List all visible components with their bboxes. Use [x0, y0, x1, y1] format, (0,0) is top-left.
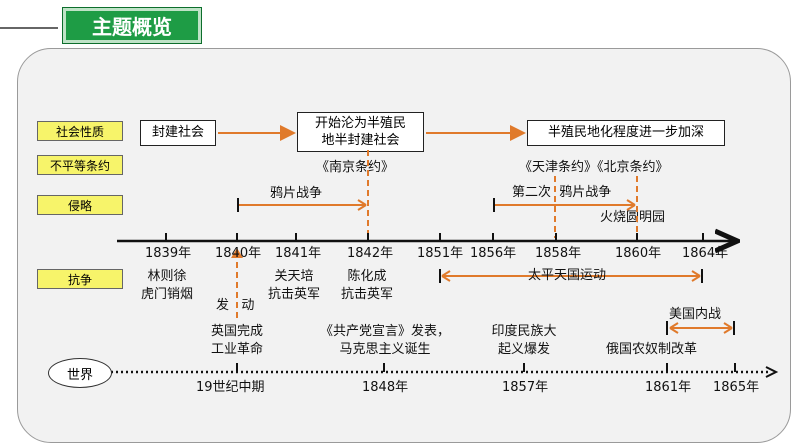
world-year-label: 1848年: [362, 380, 409, 395]
treaty-tianjin-beijing: 《天津条约》《北京条约》: [519, 160, 669, 175]
russia-reform-event: 俄国农奴制改革: [606, 342, 698, 357]
world-year-label: 19世纪中期: [196, 380, 265, 395]
header-decoration: [0, 27, 58, 29]
row-label-treaties: 不平等条约: [37, 155, 123, 175]
industrial-revolution-event: 英国完成 工业革命: [210, 324, 263, 357]
treaty-nanjing: 《南京条约》: [316, 160, 395, 175]
world-year-label: 1861年: [645, 380, 692, 395]
semi-colonial-deepen-box: 半殖民地化程度进一步加深: [527, 120, 725, 146]
row-label-invasion: 侵略: [37, 195, 123, 215]
world-year-label: 1865年: [713, 380, 760, 395]
world-year-label: 1857年: [502, 380, 549, 395]
year-label: 1851年: [417, 246, 464, 261]
year-label: 1842年: [347, 246, 394, 261]
lin-zexu-event: 林则徐 虎门销烟: [140, 269, 193, 302]
second-opium-war-label: 第二次 鸦片战争: [512, 185, 612, 200]
feudal-society-box: 封建社会: [140, 120, 216, 146]
taiping-label: 太平天国运动: [528, 268, 607, 283]
year-label: 1841年: [275, 246, 322, 261]
year-label: 1856年: [470, 246, 517, 261]
chen-huacheng-event: 陈化成 抗击英军: [340, 269, 393, 302]
world-oval: 世界: [48, 358, 112, 388]
semi-colonial-start-box: 开始沦为半殖民 地半封建社会: [297, 112, 424, 152]
yuanmingyuan-label: 火烧圆明园: [600, 210, 666, 225]
opium-war-label: 鸦片战争: [270, 186, 323, 201]
row-label-struggle: 抗争: [37, 269, 123, 289]
year-label: 1839年: [145, 246, 192, 261]
communist-manifesto-event: 《共产党宣言》发表， 马克思主义诞生: [319, 324, 450, 357]
guan-tianpei-event: 关天培 抗击英军: [267, 269, 320, 302]
page-title: 主题概览: [62, 7, 202, 44]
indian-rebellion-event: 印度民族大 起义爆发: [491, 324, 557, 357]
us-civil-war-label: 美国内战: [669, 307, 722, 322]
year-label: 1858年: [535, 246, 582, 261]
row-label-nature: 社会性质: [37, 121, 123, 141]
launch-label: 发 动: [216, 298, 255, 313]
year-label: 1860年: [615, 246, 662, 261]
year-label: 1840年: [215, 246, 262, 261]
year-label: 1864年: [682, 246, 729, 261]
